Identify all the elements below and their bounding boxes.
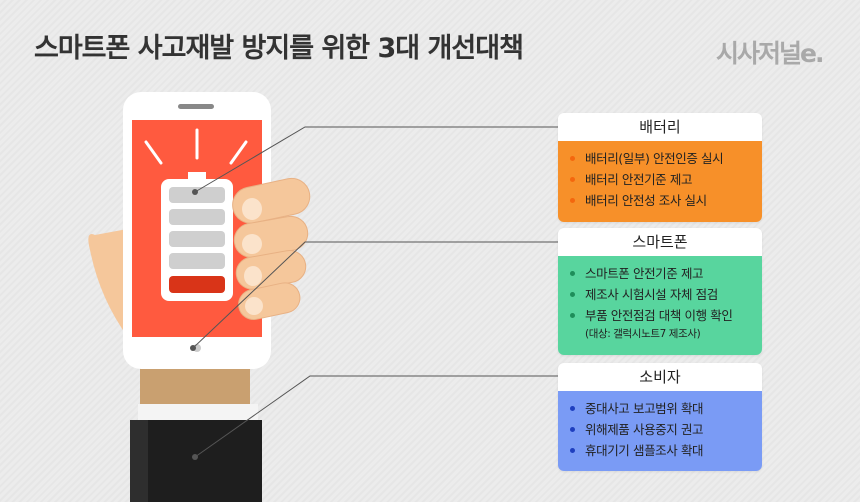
section-battery: 배터리 배터리(일부) 안전인증 실시 배터리 안전기준 제고 배터리 안전성 … [558, 113, 762, 222]
phone-speaker [178, 104, 214, 109]
list-item: 휴대기기 샘플조사 확대 [570, 440, 762, 461]
shirt-cuff [138, 404, 258, 420]
list-item: 배터리 안전기준 제고 [570, 169, 762, 190]
section-smartphone: 스마트폰 스마트폰 안전기준 제고 제조사 시험시설 자체 점검 부품 안전점검… [558, 228, 762, 355]
list-note: (대상: 갤럭시노트7 제조사) [585, 328, 701, 340]
section-header: 배터리 [558, 113, 762, 141]
page-title: 스마트폰 사고재발 방지를 위한 3대 개선대책 [34, 33, 524, 64]
alert-rays-icon [144, 128, 248, 165]
list-item: 중대사고 보고범위 확대 [570, 398, 762, 419]
list-item: 스마트폰 안전기준 제고 [570, 263, 762, 284]
logo: 시사저널e. [716, 39, 824, 68]
sleeve [130, 420, 262, 502]
connector-lines [192, 126, 558, 458]
battery-icon [161, 172, 233, 301]
list-item: 위해제품 사용중지 권고 [570, 419, 762, 440]
section-consumer: 소비자 중대사고 보고범위 확대 위해제품 사용중지 권고 휴대기기 샘플조사 … [558, 363, 762, 471]
fingers-icon [232, 177, 311, 321]
list-item: 부품 안전점검 대책 이행 확인 [570, 305, 762, 326]
section-header: 소비자 [558, 363, 762, 391]
list-item: 배터리 안전성 조사 실시 [570, 190, 762, 211]
list-item: 제조사 시험시설 자체 점검 [570, 284, 762, 305]
list-item: 배터리(일부) 안전인증 실시 [570, 148, 762, 169]
section-header: 스마트폰 [558, 228, 762, 256]
